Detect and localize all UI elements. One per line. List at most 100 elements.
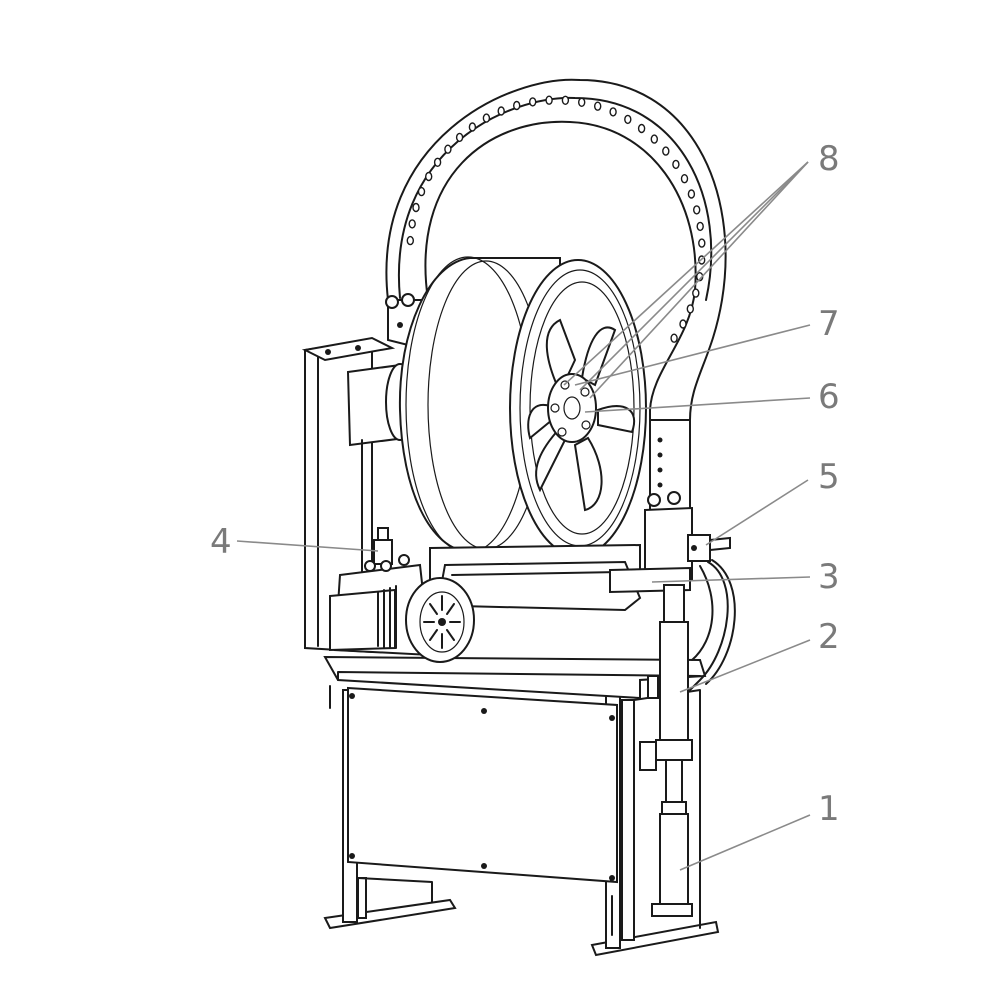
arc-hole [687,189,696,199]
arc-hole [662,146,670,156]
center-bore [563,396,581,420]
callout-4: 4 [210,522,232,562]
arc-hole [417,186,426,197]
cylinder-foot [651,903,693,917]
stand [323,655,720,957]
column-hole [657,482,663,488]
arc-hole [578,97,586,108]
housing-screw [325,349,331,355]
arc-hole [497,106,505,116]
table-edge [337,671,701,681]
arc-hole [609,107,617,117]
spoke [573,436,603,512]
hoses [689,559,736,691]
leader-8c [589,161,809,399]
upper-cylinder [659,621,689,751]
arc-hole [561,95,570,106]
left-leg-inner [357,877,367,919]
panel-screw [349,853,355,859]
arc-hole [433,157,442,168]
valve-fitting [364,560,376,572]
fan-hub [438,618,446,626]
callout-labels: 1 2 3 4 5 6 7 8 [210,139,840,829]
callout-1: 1 [818,789,840,829]
lug-hole [580,387,590,397]
wheel [398,256,647,557]
callout-3: 3 [818,557,840,597]
panel-screw [349,693,355,699]
arc-hole [468,122,477,132]
callout-7: 7 [818,304,840,344]
arc-hole [444,144,452,154]
leader-lines [236,161,811,871]
arc-hole [529,97,537,107]
valve-fitting [398,554,410,566]
valve-fitting [380,560,392,572]
right-leg-inner [621,699,635,941]
leader-2 [679,639,811,693]
arc-hole [693,205,701,215]
motor-terminal-box [329,588,396,652]
arc-pin [397,322,403,328]
arc-hole [696,221,704,232]
wheel-hub [547,373,597,443]
leader-7 [574,324,811,386]
lower-cylinder [659,813,689,905]
panel-screw [481,863,487,869]
valve-block [364,527,410,572]
cylinder-clamp [655,739,693,761]
column-hole [657,437,663,443]
panel-screw [481,708,487,714]
arc-hole [686,304,694,314]
column-hole [657,452,663,458]
panel-screw [609,875,615,881]
arc-hole [698,238,706,248]
callout-6: 6 [818,377,840,417]
rim-inner [529,281,635,535]
housing-screw [355,345,361,351]
arc-hole [594,101,602,111]
arc-hole [637,123,646,134]
fan-grille-slots [423,595,461,649]
arc-hole [670,333,678,343]
back-plate-top [301,336,396,362]
leader-1 [679,814,811,871]
spoke [580,326,617,387]
hose [689,561,729,691]
leader-4 [236,540,379,552]
arc-hole [692,288,700,298]
front-panel [347,686,618,884]
arc-frame [385,78,727,584]
leader-6 [584,397,811,413]
callout-8: 8 [818,139,840,179]
arc-hole [672,159,680,170]
arc-hole [545,95,553,105]
motor-fins [377,585,397,649]
panel-screw [609,715,615,721]
leader-3 [651,576,811,583]
fan-grille [419,591,465,653]
callout-5: 5 [818,457,840,497]
spoke [527,403,554,440]
leader-8a [563,161,809,386]
arc-bolt [401,293,415,307]
spoke [535,426,567,493]
arc-bolt [385,295,399,309]
arc-hole [513,100,521,111]
arc-hole [650,134,658,144]
arc-hole [408,219,416,229]
arc-hole [412,202,420,213]
arc-hole [679,319,687,329]
arc-hole [455,132,464,143]
cylinder-top-rod [663,584,685,626]
lug-hole [557,427,567,437]
arc-hole [425,171,433,182]
fitting-bolt [691,545,697,551]
left-brace [357,877,433,903]
arc-hole [406,235,414,246]
column-bolt [667,491,681,505]
arc-hole [624,114,632,125]
pneumatic-cylinder [639,584,693,917]
